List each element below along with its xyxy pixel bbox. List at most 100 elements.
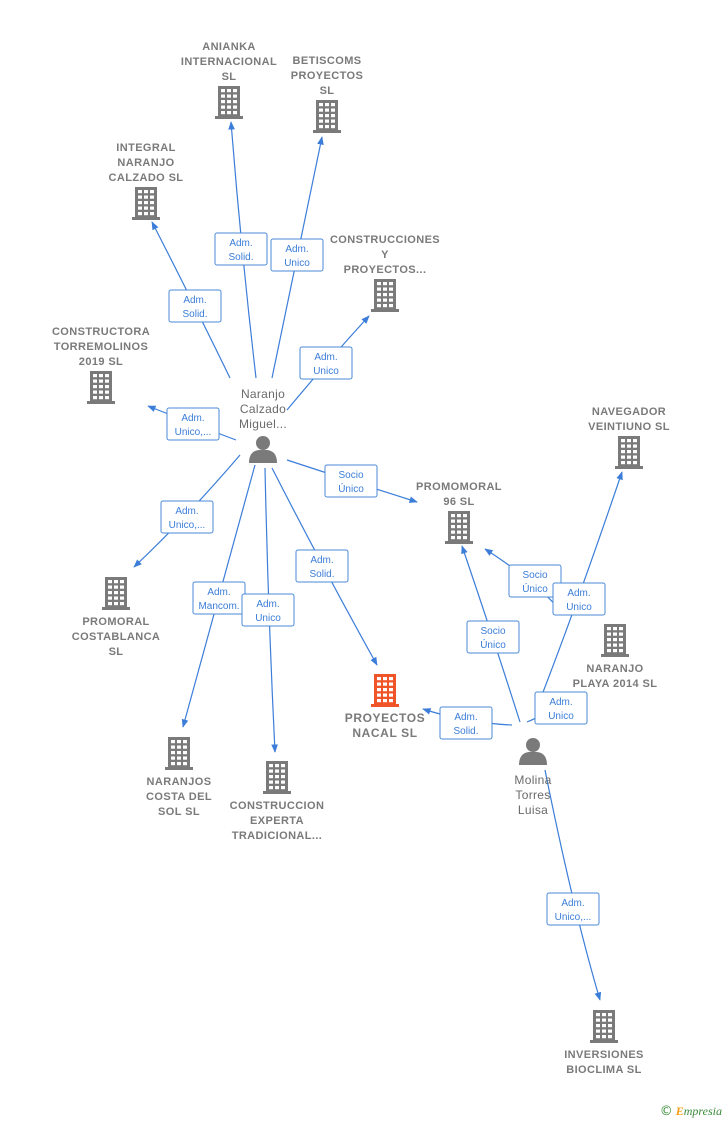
company-node-promoral96[interactable]: PROMOMORAL 96 SL	[416, 481, 502, 544]
brand-footer: ©Empresia	[660, 1104, 722, 1119]
relation-label-text: Adm.	[207, 587, 230, 598]
company-node-integral[interactable]: INTEGRAL NARANJO CALZADO SL	[109, 142, 184, 220]
relation-label-text: Adm.	[256, 599, 279, 610]
relation-label-text: Unico,...	[169, 520, 206, 531]
relation-label-molina-inversiones[interactable]: Adm.Unico,...	[546, 892, 600, 926]
brand-name: mpresia	[683, 1104, 722, 1118]
company-name-line: PROMOMORAL	[416, 481, 502, 493]
building-icon	[132, 187, 160, 220]
relation-label-text: Adm.	[549, 697, 572, 708]
relation-label-naranjo-torremolinos[interactable]: Adm. Unico,...	[166, 407, 220, 441]
company-node-construccion_experta[interactable]: CONSTRUCCIONEXPERTATRADICIONAL...	[230, 761, 325, 842]
company-node-anianka[interactable]: ANIANKA INTERNACIONAL SL	[181, 41, 277, 119]
relation-label-box	[508, 564, 562, 598]
relation-label-text: Adm.	[285, 244, 308, 255]
company-name-line: CALZADO SL	[109, 172, 184, 184]
person-node-naranjo[interactable]: NaranjoCalzadoMiguel...	[239, 387, 287, 463]
relation-label-box	[214, 232, 268, 266]
relation-label-naranjo-anianka[interactable]: Adm. Solid.	[214, 232, 268, 266]
company-name-line: TORREMOLINOS	[54, 341, 148, 353]
company-name-line: PROMORAL	[82, 616, 149, 628]
relation-label-text: Adm.	[310, 555, 333, 566]
company-name-line: COSTABLANCA	[72, 631, 161, 643]
company-name-line: INTEGRAL	[116, 142, 175, 154]
company-name-line: INTERNACIONAL	[181, 56, 277, 68]
relation-label-naranjo-betiscoms[interactable]: Adm.Unico	[270, 238, 324, 272]
person-icon	[519, 738, 547, 765]
company-name-line: SL	[222, 71, 237, 83]
person-name-line: Torres	[515, 788, 550, 802]
company-node-navegador[interactable]: NAVEGADOR VEINTIUNO SL	[588, 406, 670, 469]
person-icon	[249, 436, 277, 463]
company-node-construcciones_y[interactable]: CONSTRUCCIONESYPROYECTOS...	[330, 234, 440, 312]
relation-label-naranjo-promoral_costa[interactable]: Adm.Unico,...	[160, 500, 214, 534]
company-name-line: NARANJO	[117, 157, 174, 169]
company-name-line: CONSTRUCTORA	[52, 326, 150, 338]
edge-molina-to-inversiones	[544, 769, 602, 1001]
relation-label-box	[439, 706, 493, 740]
company-name-line: 96 SL	[443, 496, 474, 508]
relation-label-text: Adm.	[183, 295, 206, 306]
relation-label-box	[270, 238, 324, 272]
company-name-line: BIOCLIMA SL	[566, 1064, 642, 1076]
relation-label-naranjo-construccion_experta[interactable]: Adm. Unico	[241, 593, 295, 627]
building-icon	[371, 674, 399, 707]
relation-label-box	[295, 549, 349, 583]
relation-label-molina-naranjo_playa[interactable]: Adm. Unico	[534, 691, 588, 725]
company-name-line: CONSTRUCCION	[230, 800, 325, 812]
relation-label-text: Solid.	[453, 726, 478, 737]
person-name-line: Molina	[514, 773, 551, 787]
building-icon	[102, 577, 130, 610]
relation-label-text: Mancom.	[198, 601, 239, 612]
person-name-line: Luisa	[518, 803, 548, 817]
edges-layer	[133, 121, 623, 1001]
relation-label-box	[552, 582, 606, 616]
relation-label-text: Unico,...	[555, 912, 592, 923]
relation-label-text: Solid.	[228, 252, 253, 263]
relation-label-naranjo-construcciones_y[interactable]: Adm.Unico	[299, 346, 353, 380]
relation-label-naranjo-naranjos_costa[interactable]: Adm. Mancom.	[192, 581, 246, 615]
relation-label-naranjo-integral[interactable]: Adm. Solid.	[168, 289, 222, 323]
relation-label-box	[299, 346, 353, 380]
company-name-line: NAVEGADOR	[592, 406, 666, 418]
person-name-line: Naranjo	[241, 387, 285, 401]
relation-label-box	[324, 464, 378, 498]
relation-label-box	[546, 892, 600, 926]
company-name-line: NACAL SL	[352, 726, 417, 740]
company-name-line: Y	[381, 249, 389, 261]
relation-label-text: Solid.	[182, 309, 207, 320]
edge-labels-layer: Adm.Solid.Adm.UnicoAdm.Solid.Adm.UnicoAd…	[160, 232, 606, 926]
relation-label-box	[168, 289, 222, 323]
building-icon	[313, 100, 341, 133]
relation-label-molina-navegador[interactable]: Adm.Unico	[552, 582, 606, 616]
company-name-line: ANIANKA	[202, 41, 256, 53]
relation-label-naranjo-proyectos_nacal[interactable]: Adm.Solid.	[295, 549, 349, 583]
relation-label-text: Adm.	[454, 712, 477, 723]
building-icon	[263, 761, 291, 794]
relation-label-molina-proyectos_nacal[interactable]: Adm. Solid.	[439, 706, 493, 740]
company-name-line: VEINTIUNO SL	[588, 421, 670, 433]
relation-label-text: Unico	[255, 613, 281, 624]
relation-label-text: Único	[480, 638, 506, 651]
building-icon	[615, 436, 643, 469]
relation-label-box	[534, 691, 588, 725]
relation-label-text: Adm.	[181, 413, 204, 424]
relation-label-text: Unico	[548, 711, 574, 722]
relation-label-text: Adm.	[229, 238, 252, 249]
relation-label-text: Unico,...	[175, 427, 212, 438]
company-name-line: PROYECTOS	[291, 70, 363, 82]
brand-initial: E	[675, 1104, 684, 1118]
